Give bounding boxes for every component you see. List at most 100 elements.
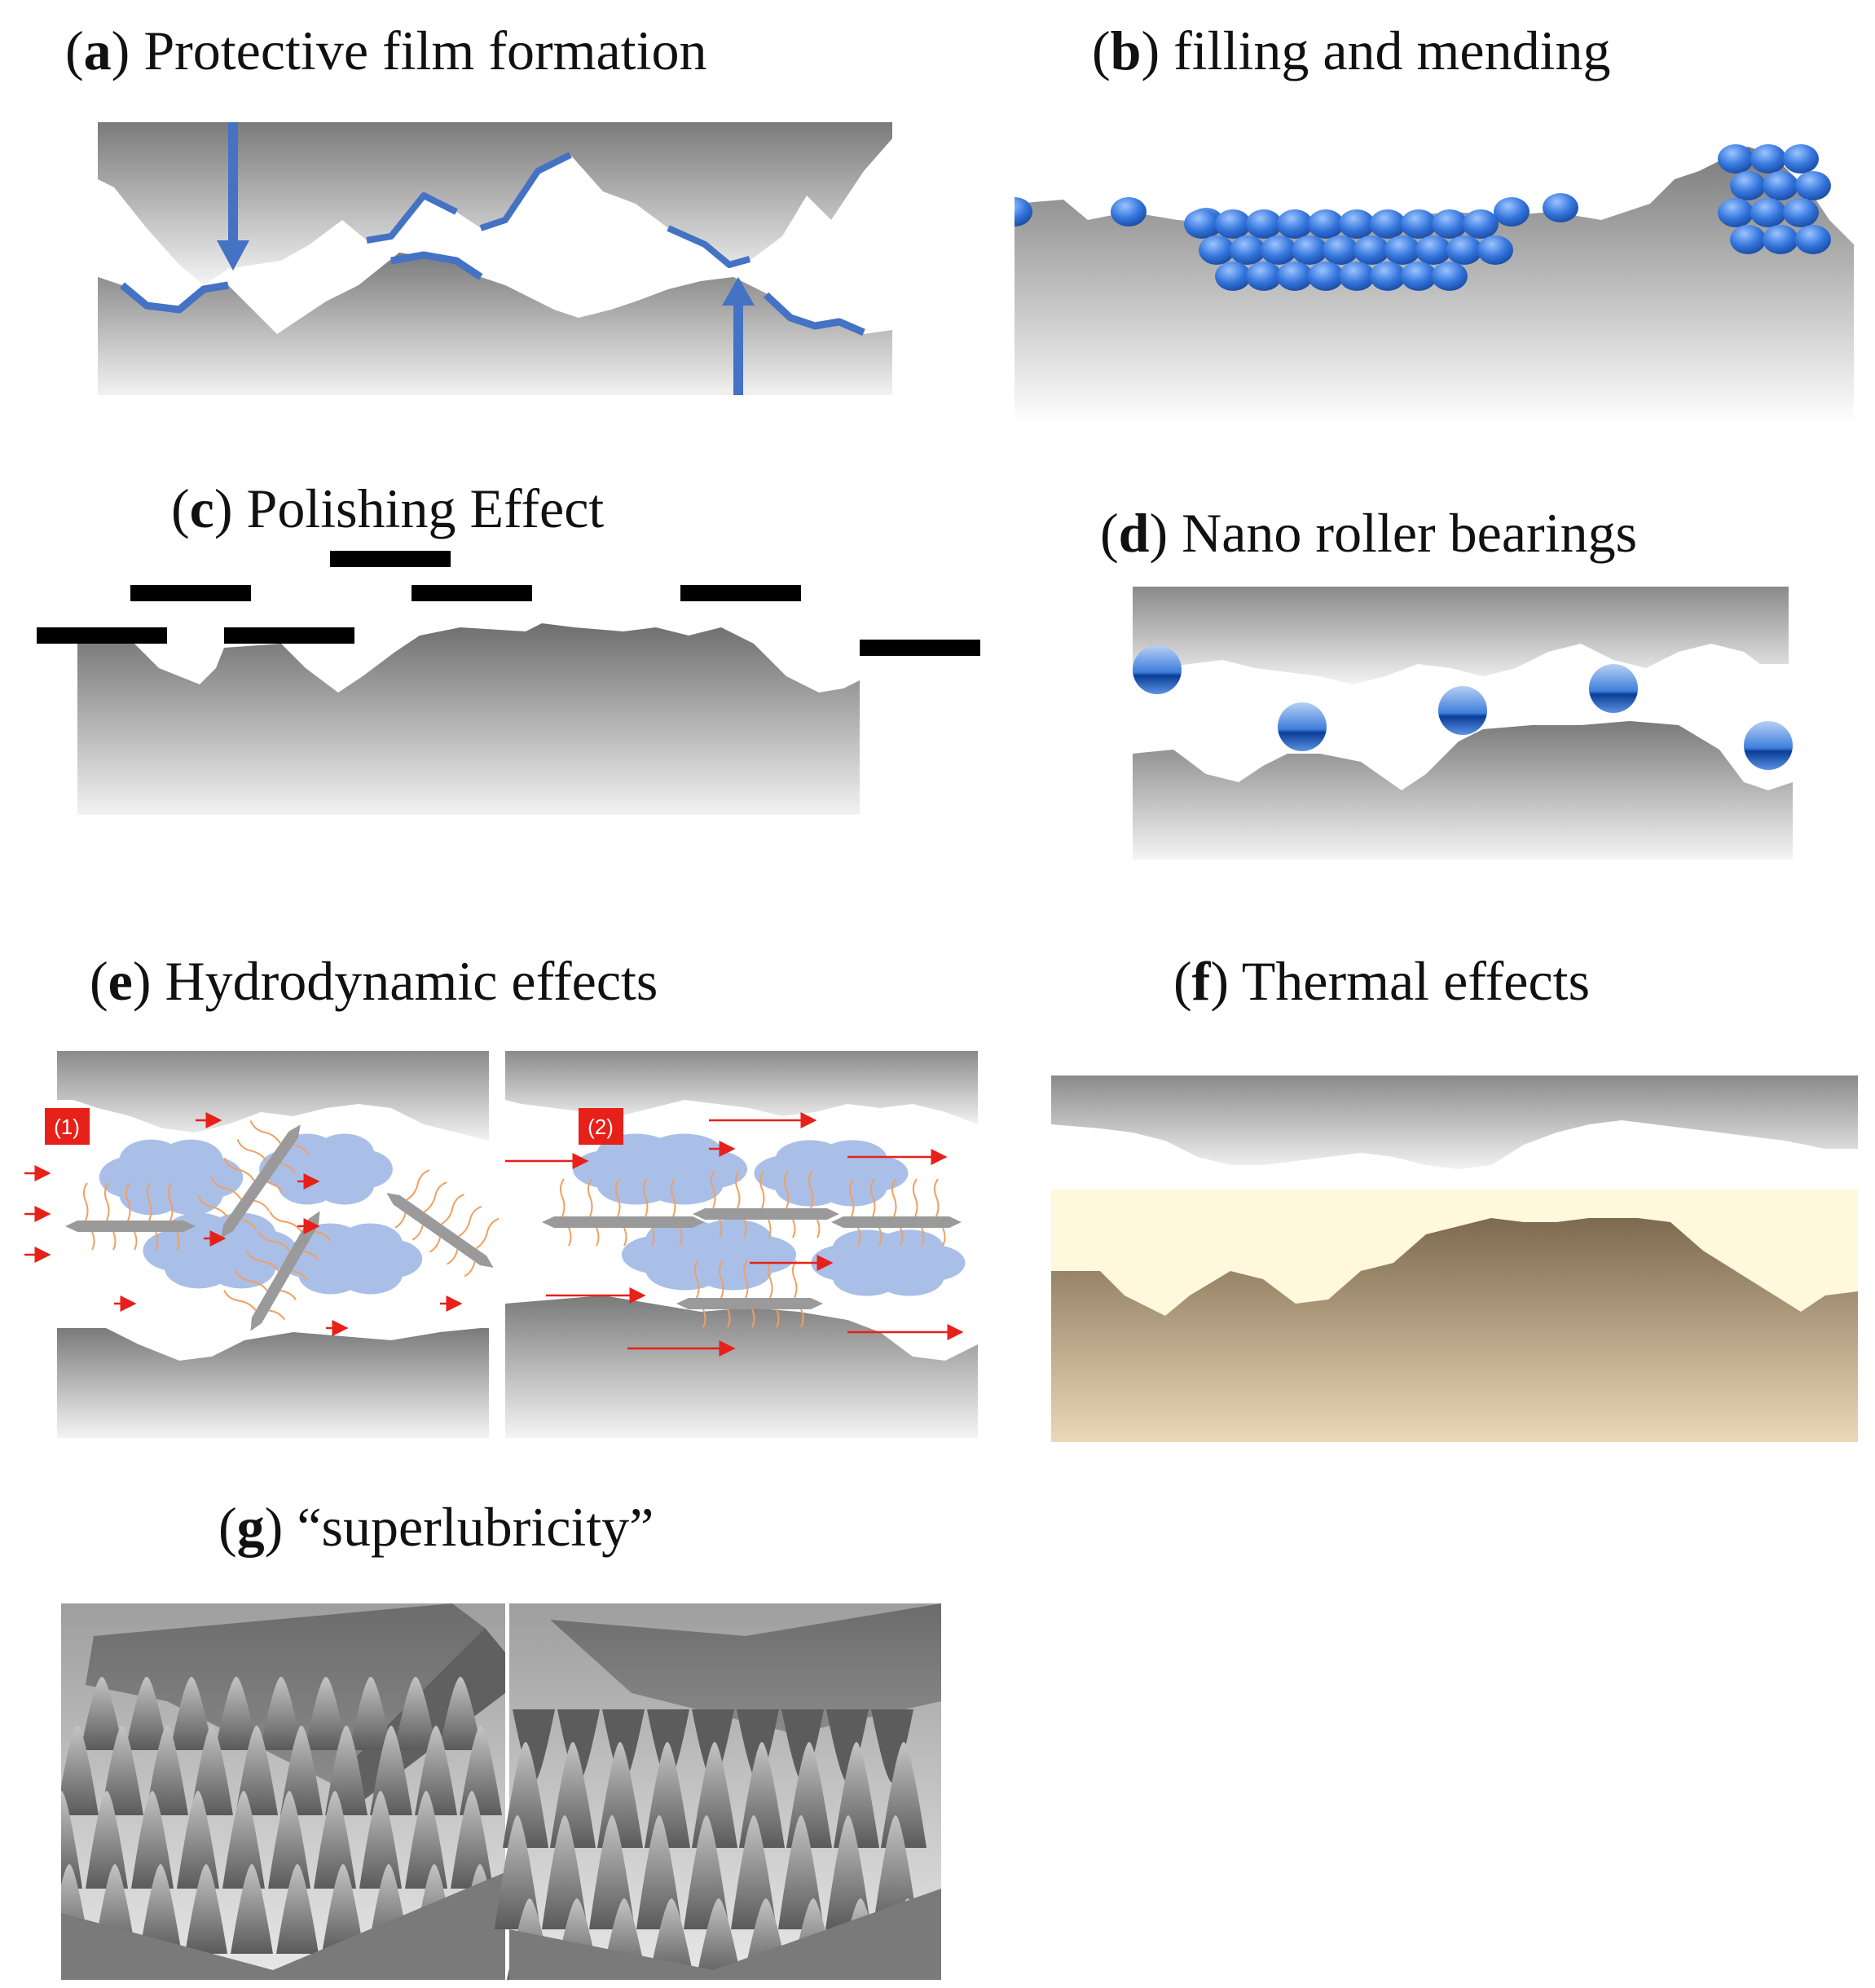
nanoparticle [1795,171,1831,200]
surface-asperity [314,1791,356,1889]
nanosheet [197,1119,310,1238]
nanoparticle [1432,262,1468,291]
surface-asperity [350,1677,392,1750]
panel-b-diagram [1015,144,1854,424]
nanoparticle [1370,209,1406,239]
step-1-label: (1) [54,1115,80,1139]
nanoparticle [1215,262,1251,291]
panel-d-diagram [1133,587,1793,860]
nanoparticle [1246,209,1282,239]
panel-e-diagram: (1) (2) [24,1051,978,1438]
nanoparticle [1463,209,1499,239]
surface-asperity [451,1791,493,1889]
panel-f-title: (f) Thermal effects [1173,950,1591,1012]
panel-e-hydrodynamic: (1) (2) [16,1051,982,1438]
debris-flake [330,551,451,567]
nanosheet [676,1260,823,1328]
surface-asperity [185,1864,227,1954]
nanoparticle [1308,209,1344,239]
polished-surface [77,623,860,815]
lower-surface [1133,721,1793,860]
nanosheet [693,1170,839,1238]
surface-asperity [235,1726,278,1815]
nanoparticle [1199,235,1235,265]
pressure-arrow-up-head [722,277,755,306]
nanoparticle [1215,209,1251,239]
surface-asperity [268,1791,310,1889]
step-2-badge [579,1108,623,1145]
nanoparticle-cluster [1015,144,1831,291]
surface-asperity [405,1791,447,1889]
nanocluster-cloud [754,1140,909,1207]
surface-asperity [131,1791,174,1889]
nanoparticle [1494,197,1529,227]
nanoparticle [1415,235,1451,265]
surface-asperity [81,1677,123,1750]
nanosheet [831,1178,962,1247]
surface-asperity [737,1709,779,1783]
lower-surface [57,1328,489,1438]
surface-asperity [139,1864,182,1954]
surface-asperity [170,1677,213,1750]
nanoparticle [1111,197,1147,227]
panel-g-photos [61,1603,941,1980]
nanocluster-cloud [811,1229,966,1296]
nanoparticle [1543,193,1578,222]
step-1-frame [57,1051,489,1438]
panel-c-diagram [37,551,980,815]
nano-roller [1589,664,1638,713]
pressure-arrow-down [228,122,238,244]
surface-asperity [260,1677,302,1750]
pressure-arrow-down-head [217,240,249,270]
surface-asperity [439,1677,482,1750]
panel-b-title: (b) filling and mending [1092,20,1611,81]
surface-asperity [871,1709,913,1783]
panel-g-superlubricity [61,1603,941,1980]
surface-asperity [101,1726,143,1815]
panel-f-thermal [1051,1075,1858,1442]
surface-asperity [781,1709,824,1783]
protective-film-upper [366,152,751,268]
nanoparticle [1261,235,1296,265]
panel-c-polishing [37,546,982,823]
nano-roller [1278,702,1327,751]
surface-asperity [231,1864,273,1954]
photo-sliding-contact-1 [61,1603,505,1980]
surface-asperity [557,1709,600,1783]
nanoparticle [1339,209,1375,239]
nanoparticle [1718,144,1754,174]
nanoparticle [1763,225,1798,254]
upper-surface [98,122,892,285]
nanoparticle [1370,262,1406,291]
upper-surface [505,1051,978,1124]
panel-a-protective-film [98,122,892,395]
nanoparticle [1384,235,1420,265]
nanosheet [223,1211,331,1331]
panel-d-nano-roller [1125,587,1801,868]
surface-asperity [394,1677,437,1750]
nanoparticle [1783,144,1819,174]
surface-asperity [696,1898,742,1980]
nanocluster-cloud [621,1219,797,1291]
nanocluster-cloud [259,1133,393,1205]
nanosheet [65,1182,196,1251]
surface-asperity [305,1677,347,1750]
nanoparticle [1277,209,1313,239]
nanoparticle [1277,262,1313,291]
panel-f-diagram [1051,1075,1858,1442]
surface-asperity [602,1709,645,1783]
debris-flake [680,585,801,601]
nanoparticle [1230,235,1265,265]
surface-asperity [61,1726,99,1815]
nanoparticle [1292,235,1327,265]
nanoparticle [1432,209,1468,239]
surface-asperity [191,1726,233,1815]
nanoparticle [1401,209,1437,239]
protective-film-lower [120,251,865,336]
step-1-badge [45,1108,90,1145]
surface-asperity [222,1791,265,1889]
panel-a-diagram [98,122,892,395]
nanoparticle [1323,235,1358,265]
surface-asperity [86,1791,128,1889]
step-2-label: (2) [588,1115,614,1139]
